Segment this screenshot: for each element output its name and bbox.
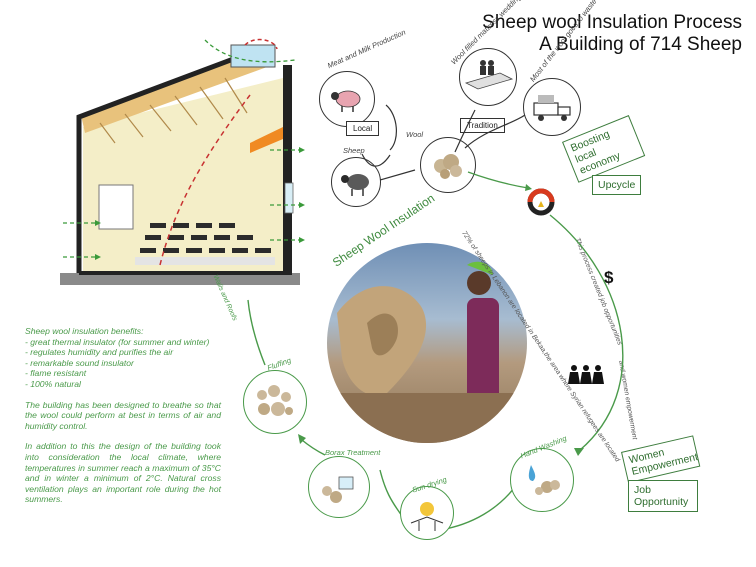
benefit-item: flame resistant xyxy=(25,368,221,379)
wool-pile-icon xyxy=(434,154,462,179)
wool-washing-photo xyxy=(327,243,527,443)
fluffing-node xyxy=(243,370,307,434)
title-line-2: A Building of 714 Sheep xyxy=(539,34,742,55)
women-group-icon xyxy=(568,365,604,384)
borax-node xyxy=(308,456,370,518)
mattress-icon xyxy=(464,60,514,90)
photo-illustration xyxy=(327,261,527,443)
recycle-donut-icon xyxy=(527,188,555,216)
benefit-item: regulates humidity and purifies the air xyxy=(25,347,221,358)
water-drop-icon xyxy=(528,465,560,495)
network-arrows xyxy=(361,104,532,191)
benefit-item: great thermal insulator (for summer and … xyxy=(25,337,221,348)
poster-title: Sheep wool Insulation Process A Building… xyxy=(482,12,742,56)
meat-milk-node xyxy=(319,71,375,127)
benefit-item: 100% natural xyxy=(25,379,221,390)
borax-bowl-icon xyxy=(322,476,354,503)
sun-drying-node xyxy=(400,486,454,540)
dollar-icon: $ xyxy=(604,268,614,287)
hand-washing-node xyxy=(510,448,574,512)
sheep-pink-icon xyxy=(331,90,361,112)
sun-icon xyxy=(410,502,444,531)
mattress-node xyxy=(459,48,517,106)
fluff-wool-icon xyxy=(257,385,293,416)
job-opportunity-tag: Job Opportunity xyxy=(628,480,698,512)
benefit-item: remarkable sound insulator xyxy=(25,358,221,369)
building-section-drawing xyxy=(60,38,305,285)
wool-label: Wool xyxy=(406,130,424,139)
upcycle-tag: Upcycle xyxy=(592,175,642,195)
benefits-text: Sheep wool insulation benefits: great th… xyxy=(25,326,221,515)
borax-label: Borax Treatment xyxy=(325,448,381,457)
title-line-1: Sheep wool Insulation Process xyxy=(482,12,742,33)
climate-paragraph: In addition to this the design of the bu… xyxy=(25,441,221,505)
sheep-label: Sheep xyxy=(343,146,365,155)
local-tag: Local xyxy=(346,121,380,136)
benefits-list: great thermal insulator (for summer and … xyxy=(25,337,221,390)
truck-icon xyxy=(533,95,571,121)
benefits-heading: Sheep wool insulation benefits: xyxy=(25,326,144,336)
breathe-paragraph: The building has been designed to breath… xyxy=(25,399,221,431)
waste-node xyxy=(523,78,581,136)
sheep-icon xyxy=(341,174,369,196)
